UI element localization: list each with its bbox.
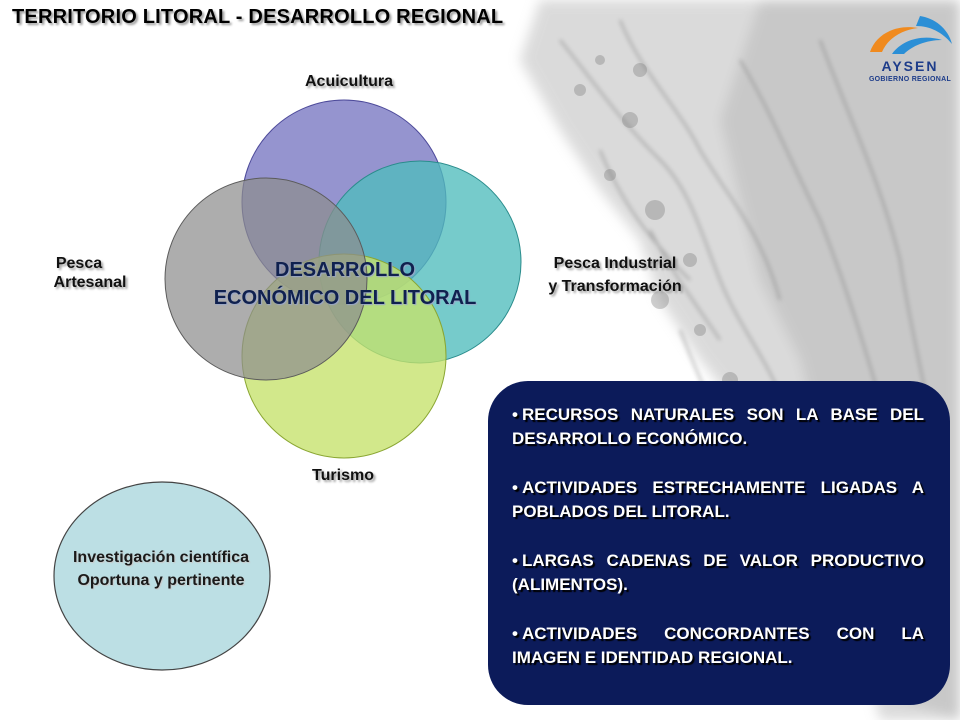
key-points-list: •RECURSOS NATURALES SON LA BASE DEL DESA…: [512, 403, 924, 670]
key-point-text: ACTIVIDADES ESTRECHAMENTE LIGADAS A POBL…: [512, 478, 924, 521]
bullet-icon: •: [512, 478, 518, 497]
label-pesca-industrial-line2: y Transformación: [548, 278, 682, 295]
key-point-text: LARGAS CADENAS DE VALOR PRODUCTIVO (ALIM…: [512, 551, 924, 594]
label-pesca-artesanal: Pesca Artesanal: [20, 254, 160, 292]
key-point-text: RECURSOS NATURALES SON LA BASE DEL DESAR…: [512, 405, 924, 448]
page-title: TERRITORIO LITORAL - DESARROLLO REGIONAL: [12, 6, 504, 28]
key-points-panel: •RECURSOS NATURALES SON LA BASE DEL DESA…: [488, 381, 950, 705]
bullet-icon: •: [512, 551, 518, 570]
key-point-item: •ACTIVIDADES CONCORDANTES CON LA IMAGEN …: [512, 622, 924, 670]
research-label-line2: Oportuna y pertinente: [77, 572, 245, 589]
logo-wordmark: AYSEN: [881, 58, 939, 74]
center-label-line2: ECONÓMICO DEL LITORAL: [213, 287, 477, 309]
aysen-logo-icon: [870, 16, 952, 54]
label-turismo: Turismo: [312, 467, 374, 484]
label-pesca-industrial: Pesca Industrial y Transformación: [510, 254, 720, 296]
key-point-text: ACTIVIDADES CONCORDANTES CON LA IMAGEN E…: [512, 624, 924, 667]
key-point-item: •ACTIVIDADES ESTRECHAMENTE LIGADAS A POB…: [512, 476, 924, 524]
label-pesca-artesanal-line1: Pesca: [55, 255, 103, 272]
bullet-icon: •: [512, 405, 518, 424]
bullet-icon: •: [512, 624, 518, 643]
label-pesca-industrial-line1: Pesca Industrial: [553, 255, 677, 272]
center-label: DESARROLLO ECONÓMICO DEL LITORAL: [170, 256, 520, 312]
research-label-line1: Investigación científica: [72, 549, 250, 566]
label-acuicultura: Acuicultura: [304, 73, 393, 90]
circle-pesca-artesanal: [164, 177, 368, 381]
key-point-item: •RECURSOS NATURALES SON LA BASE DEL DESA…: [512, 403, 924, 451]
research-label: Investigación científica Oportuna y pert…: [30, 546, 292, 592]
center-label-line1: DESARROLLO: [275, 259, 415, 281]
logo-subtitle: GOBIERNO REGIONAL: [868, 76, 952, 83]
key-point-item: •LARGAS CADENAS DE VALOR PRODUCTIVO (ALI…: [512, 549, 924, 597]
circle-investigacion: [53, 481, 271, 671]
label-pesca-artesanal-line2: Artesanal: [53, 274, 127, 291]
